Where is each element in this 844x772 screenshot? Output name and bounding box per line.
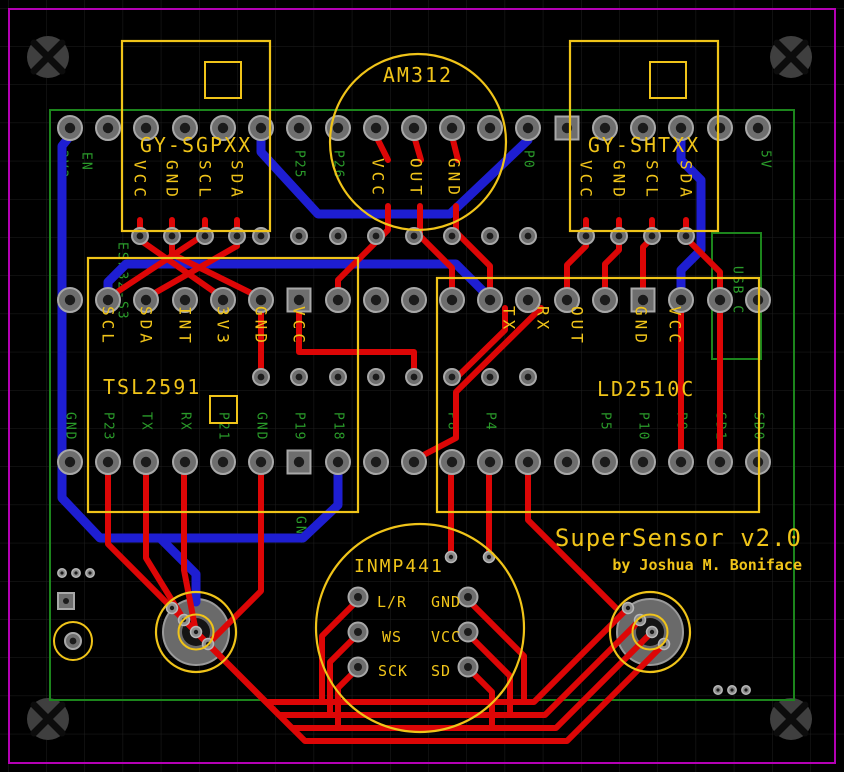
fab-label: 5V <box>758 150 773 170</box>
pin-label: SDA <box>677 160 696 201</box>
pin-label: 3V3 <box>214 306 233 347</box>
pin-name-green: P4 <box>483 412 498 432</box>
gy-shtxx-square <box>649 61 687 99</box>
pin-name-green: P10 <box>636 412 651 441</box>
right-pad-ring <box>608 590 692 674</box>
pin-label: TX <box>500 306 519 333</box>
usb-c-label: USB C <box>730 266 745 315</box>
pin-label: OUT <box>568 306 587 347</box>
pin-label: VCC <box>290 306 309 347</box>
tsl2591-square <box>209 395 238 424</box>
ld2510c-label: LD2510C <box>597 377 695 401</box>
am312-label: AM312 <box>383 63 453 87</box>
gy-shtxx-label: GY-SHTXX <box>588 133 700 157</box>
pin-label: GND <box>445 158 464 199</box>
pin-label: GND <box>431 593 461 611</box>
board-byline: by Joshua M. Boniface <box>612 556 802 574</box>
pin-label: INT <box>176 306 195 347</box>
pin-label: VCC <box>666 306 685 347</box>
gy-sgpxx-square <box>204 61 242 99</box>
pin-label: GND <box>252 306 271 347</box>
pin-label: SDA <box>228 160 247 201</box>
gy-sgpxx-outline[interactable] <box>120 39 272 233</box>
pin-label: SCL <box>99 306 118 347</box>
inmp441-outline[interactable] <box>314 522 526 734</box>
page-margin-outline <box>8 8 836 764</box>
tsl2591-outline[interactable] <box>86 256 360 514</box>
pin-name-green: P5 <box>598 412 613 432</box>
pin-label: SCL <box>196 160 215 201</box>
am312-outline[interactable] <box>328 52 508 232</box>
pin-label: L/R <box>377 593 407 611</box>
pin-label: SD <box>431 662 451 680</box>
pin-label: SCL <box>643 160 662 201</box>
pin-label: SDA <box>137 306 156 347</box>
right-pad-inner-ring <box>631 613 669 651</box>
pin-name-green: GND <box>254 412 269 441</box>
pin-label: VCC <box>131 160 150 201</box>
pin-name-green: P19 <box>292 412 307 441</box>
pin-label: SCK <box>378 662 408 680</box>
pin-name-green: P21 <box>216 412 231 441</box>
pin-name-green: P25 <box>292 150 307 179</box>
pin-label: VCC <box>577 160 596 201</box>
pin-label: GND <box>632 306 651 347</box>
fab-label: EN <box>79 152 94 172</box>
pin-name-green: RX <box>178 412 193 432</box>
silkscreen-layer: GY-SGPXX VCC GND SCL SDA AM312 VCC OUT G… <box>53 39 802 734</box>
pin-name-green: P18 <box>331 412 346 441</box>
pin-label: WS <box>382 628 402 646</box>
pin-label: GND <box>610 160 629 201</box>
pin-name-green: P23 <box>101 412 116 441</box>
gy-sgpxx-label: GY-SGPXX <box>140 133 252 157</box>
pin-name-green: P0 <box>521 150 536 170</box>
ld2510c-outline[interactable] <box>435 276 761 514</box>
pin-name-green: TX <box>139 412 154 432</box>
board-title: SuperSensor v2.0 <box>555 524 802 552</box>
pin-label: VCC <box>369 158 388 199</box>
tsl2591-label: TSL2591 <box>103 375 201 399</box>
pin-label: RX <box>534 306 553 333</box>
left-pad-inner-ring <box>177 613 215 651</box>
pin-label: VCC <box>431 628 461 646</box>
pin-label: GND <box>163 160 182 201</box>
corner-pad-ring <box>53 621 93 661</box>
left-pad-ring <box>154 590 238 674</box>
pin-label: OUT <box>407 158 426 199</box>
gy-shtxx-outline[interactable] <box>568 39 720 233</box>
inmp441-label: INMP441 <box>354 556 444 577</box>
